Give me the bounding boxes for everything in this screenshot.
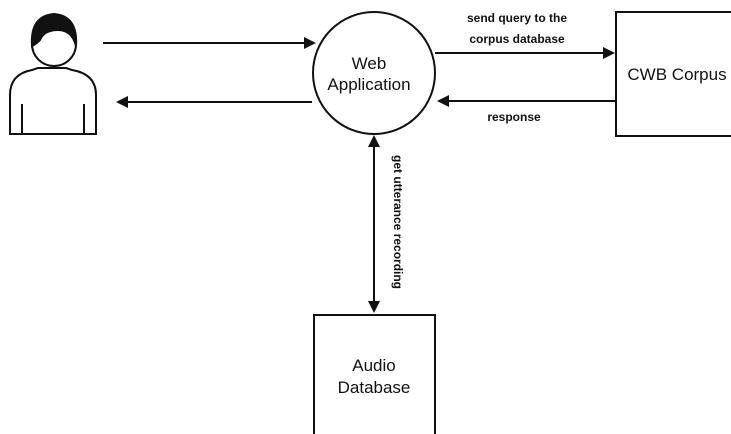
query-label-line1: send query to the — [467, 11, 567, 25]
audio-database-label-line2: Database — [338, 378, 411, 397]
response-label: response — [487, 110, 541, 124]
audio-database-node: Audio Database — [313, 314, 436, 434]
cwb-corpus-node: CWB Corpus — [615, 11, 731, 137]
arrow-webapp-audio: get utterance recording — [368, 135, 405, 313]
arrow-user-to-webapp — [103, 37, 316, 49]
user-icon — [9, 12, 97, 135]
utterance-label: get utterance recording — [391, 155, 405, 289]
cwb-corpus-label: CWB Corpus — [627, 65, 726, 84]
arrow-corpus-to-webapp: response — [437, 95, 615, 124]
web-application-label-line1: Web — [352, 54, 387, 73]
web-application-node: Web Application — [312, 11, 436, 135]
query-label-line2: corpus database — [469, 32, 565, 46]
web-application-label-line2: Application — [327, 75, 410, 94]
arrow-webapp-to-user — [116, 96, 312, 108]
arrow-webapp-to-corpus: send query to the corpus database — [435, 11, 615, 59]
audio-database-label-line1: Audio — [352, 356, 395, 375]
